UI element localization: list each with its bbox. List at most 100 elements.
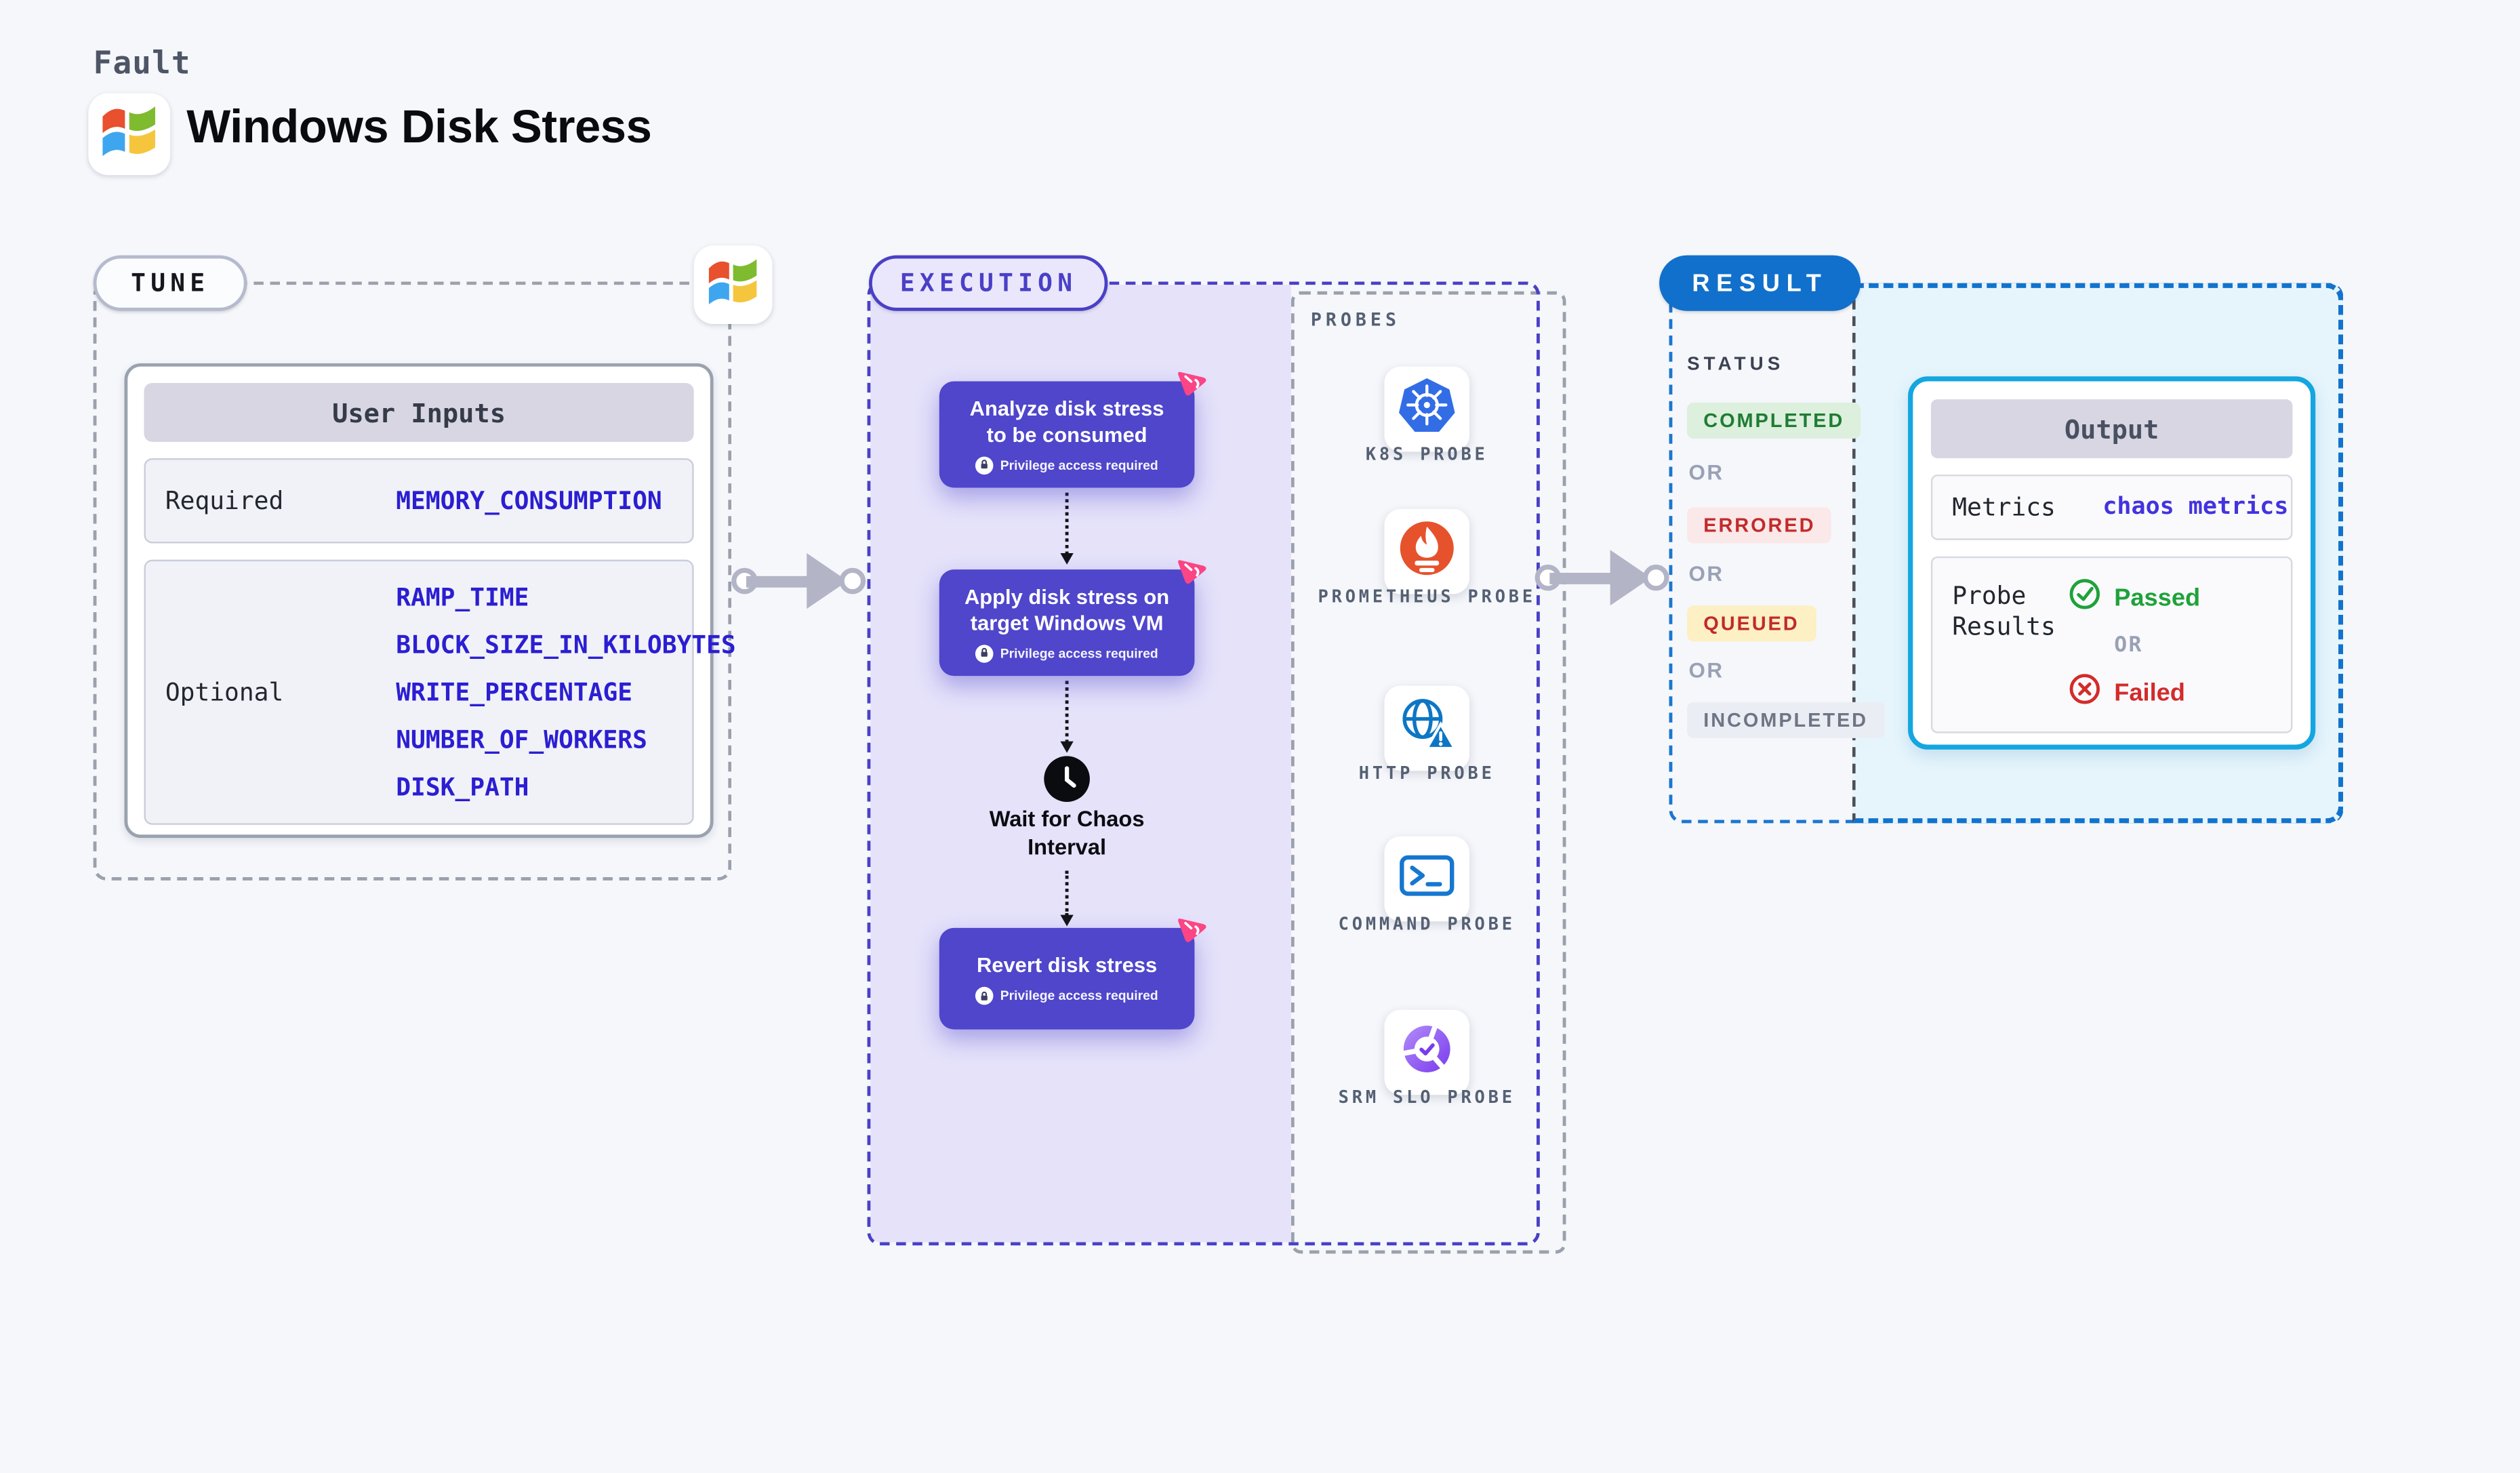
optional-row: Optional RAMP_TIME BLOCK_SIZE_IN_KILOBYT…: [144, 559, 736, 825]
clock-icon: [1044, 756, 1090, 802]
step-title-line: to be consumed: [986, 421, 1147, 446]
lock-icon: [975, 644, 994, 662]
metrics-row: Metrics chaos metrics: [1930, 475, 2293, 540]
tune-label-pill: TUNE: [93, 255, 247, 311]
srm-slo-probe-card: [1384, 1009, 1470, 1095]
required-row: Required MEMORY_CONSUMPTION: [144, 458, 694, 544]
failed-line: Failed: [2069, 672, 2200, 713]
x-circle-icon: [2069, 672, 2101, 713]
windows-logo-icon: [94, 94, 165, 174]
status-badge-completed: COMPLETED: [1687, 402, 1861, 439]
param-write-percentage: WRITE_PERCENTAGE: [396, 677, 633, 707]
flow-connector: [1060, 870, 1074, 927]
prometheus-probe-card: [1384, 508, 1470, 594]
param-memory-consumption: MEMORY_CONSUMPTION: [396, 486, 662, 516]
arrow-shaft: [746, 575, 812, 587]
probe-label: SRM SLO PROBE: [1338, 1088, 1516, 1108]
windows-logo-icon: [700, 248, 766, 322]
param-ramp-time: RAMP_TIME: [396, 582, 529, 612]
user-inputs-title: User Inputs: [144, 382, 694, 442]
step-title-line: Revert disk stress: [976, 952, 1158, 977]
passed-label: Passed: [2114, 584, 2201, 612]
command-probe-card: [1384, 836, 1470, 922]
step-title-line: Analyze disk stress: [969, 395, 1164, 420]
wait-label-line: Interval: [1028, 834, 1107, 859]
windows-logo-badge: [88, 93, 171, 176]
flow-connector: [1060, 492, 1074, 565]
probe-label: HTTP PROBE: [1358, 764, 1495, 784]
metrics-label: Metrics: [1952, 492, 2056, 523]
probe-label: COMMAND PROBE: [1338, 914, 1516, 935]
probe-results-label: Probe Results: [1952, 581, 2056, 642]
execution-label-pill: EXECUTION: [868, 255, 1109, 311]
step-title-line: Apply disk stress on: [964, 583, 1170, 608]
srm-slo-donut-icon: [1396, 1017, 1458, 1087]
tune-section: [93, 281, 732, 881]
probe-results-row: Probe Results Passed OR: [1930, 556, 2293, 733]
step-analyze-disk-stress: Analyze disk stress to be consumed Privi…: [939, 371, 1206, 488]
check-circle-icon: [2069, 578, 2101, 618]
privilege-note: Privilege access required: [975, 644, 1158, 662]
probes-title: PROBES: [1310, 309, 1401, 331]
flow-connector: [1060, 681, 1074, 753]
terminal-icon: [1396, 844, 1458, 914]
privilege-note: Privilege access required: [975, 456, 1158, 474]
param-block-size: BLOCK_SIZE_IN_KILOBYTES: [396, 630, 736, 660]
probe-results-values: Passed OR Failed: [2069, 558, 2200, 731]
privilege-note-text: Privilege access required: [1000, 988, 1158, 1003]
param-disk-path: DISK_PATH: [396, 772, 529, 802]
chaos-spark-icon: [1175, 912, 1211, 948]
privilege-note-text: Privilege access required: [1000, 457, 1158, 472]
status-badge-incompleted: INCOMPLETED: [1687, 702, 1885, 738]
arrow-down-icon: [1060, 553, 1074, 565]
optional-params: RAMP_TIME BLOCK_SIZE_IN_KILOBYTES WRITE_…: [396, 582, 735, 802]
probe-label: K8S PROBE: [1365, 445, 1488, 465]
k8s-probe-card: [1384, 366, 1470, 452]
http-globe-warning-icon: [1396, 693, 1458, 763]
output-card: Output Metrics chaos metrics Probe Resul…: [1908, 376, 2316, 750]
status-title: STATUS: [1687, 355, 1785, 375]
status-badge-errored: ERRORED: [1687, 507, 1832, 544]
arrow-shaft: [1549, 571, 1615, 584]
step-revert-disk-stress: Revert disk stress Privilege access requ…: [939, 919, 1206, 1030]
arrow-end-circle: [839, 567, 866, 594]
or-separator: OR: [1688, 460, 1724, 485]
tune-windows-logo-badge: [693, 245, 773, 325]
arrow-down-icon: [1060, 741, 1074, 753]
status-badge-queued: QUEUED: [1687, 605, 1816, 642]
passed-line: Passed: [2069, 578, 2200, 618]
user-inputs-table: User Inputs Required MEMORY_CONSUMPTION …: [124, 363, 736, 839]
http-probe-card: [1384, 685, 1470, 771]
or-separator: OR: [1688, 658, 1724, 683]
prometheus-icon: [1396, 517, 1458, 587]
param-number-of-workers: NUMBER_OF_WORKERS: [396, 725, 647, 754]
lock-icon: [975, 456, 994, 474]
or-separator: OR: [2114, 633, 2143, 658]
step-apply-disk-stress: Apply disk stress on target Windows VM P…: [939, 560, 1206, 677]
arrow-down-icon: [1060, 914, 1074, 927]
wait-label-line: Wait for Chaos: [989, 807, 1145, 832]
chaos-spark-icon: [1175, 365, 1211, 401]
arrow-end-circle: [1642, 564, 1669, 591]
metrics-value: chaos metrics: [2102, 494, 2289, 521]
result-label-pill: RESULT: [1659, 255, 1861, 311]
privilege-note-text: Privilege access required: [1000, 645, 1158, 661]
optional-label: Optional: [165, 677, 284, 707]
probe-label: PROMETHEUS PROBE: [1318, 587, 1536, 607]
probes-panel: [1291, 291, 1566, 1254]
privilege-note: Privilege access required: [975, 986, 1158, 1005]
required-params: MEMORY_CONSUMPTION: [396, 486, 662, 515]
chaos-spark-icon: [1175, 553, 1211, 589]
wait-for-chaos-interval-label: Wait for Chaos Interval: [939, 807, 1195, 861]
required-label: Required: [165, 486, 284, 516]
lock-icon: [975, 986, 994, 1005]
kubernetes-icon: [1396, 374, 1458, 445]
page-title: Windows Disk Stress: [186, 101, 652, 154]
execution-to-result-arrow: [1535, 550, 1669, 606]
failed-label: Failed: [2114, 679, 2185, 707]
fault-kicker: Fault: [93, 45, 191, 82]
output-title: Output: [1930, 399, 2293, 458]
step-title-line: target Windows VM: [970, 609, 1164, 634]
tune-to-execution-arrow: [731, 553, 866, 609]
